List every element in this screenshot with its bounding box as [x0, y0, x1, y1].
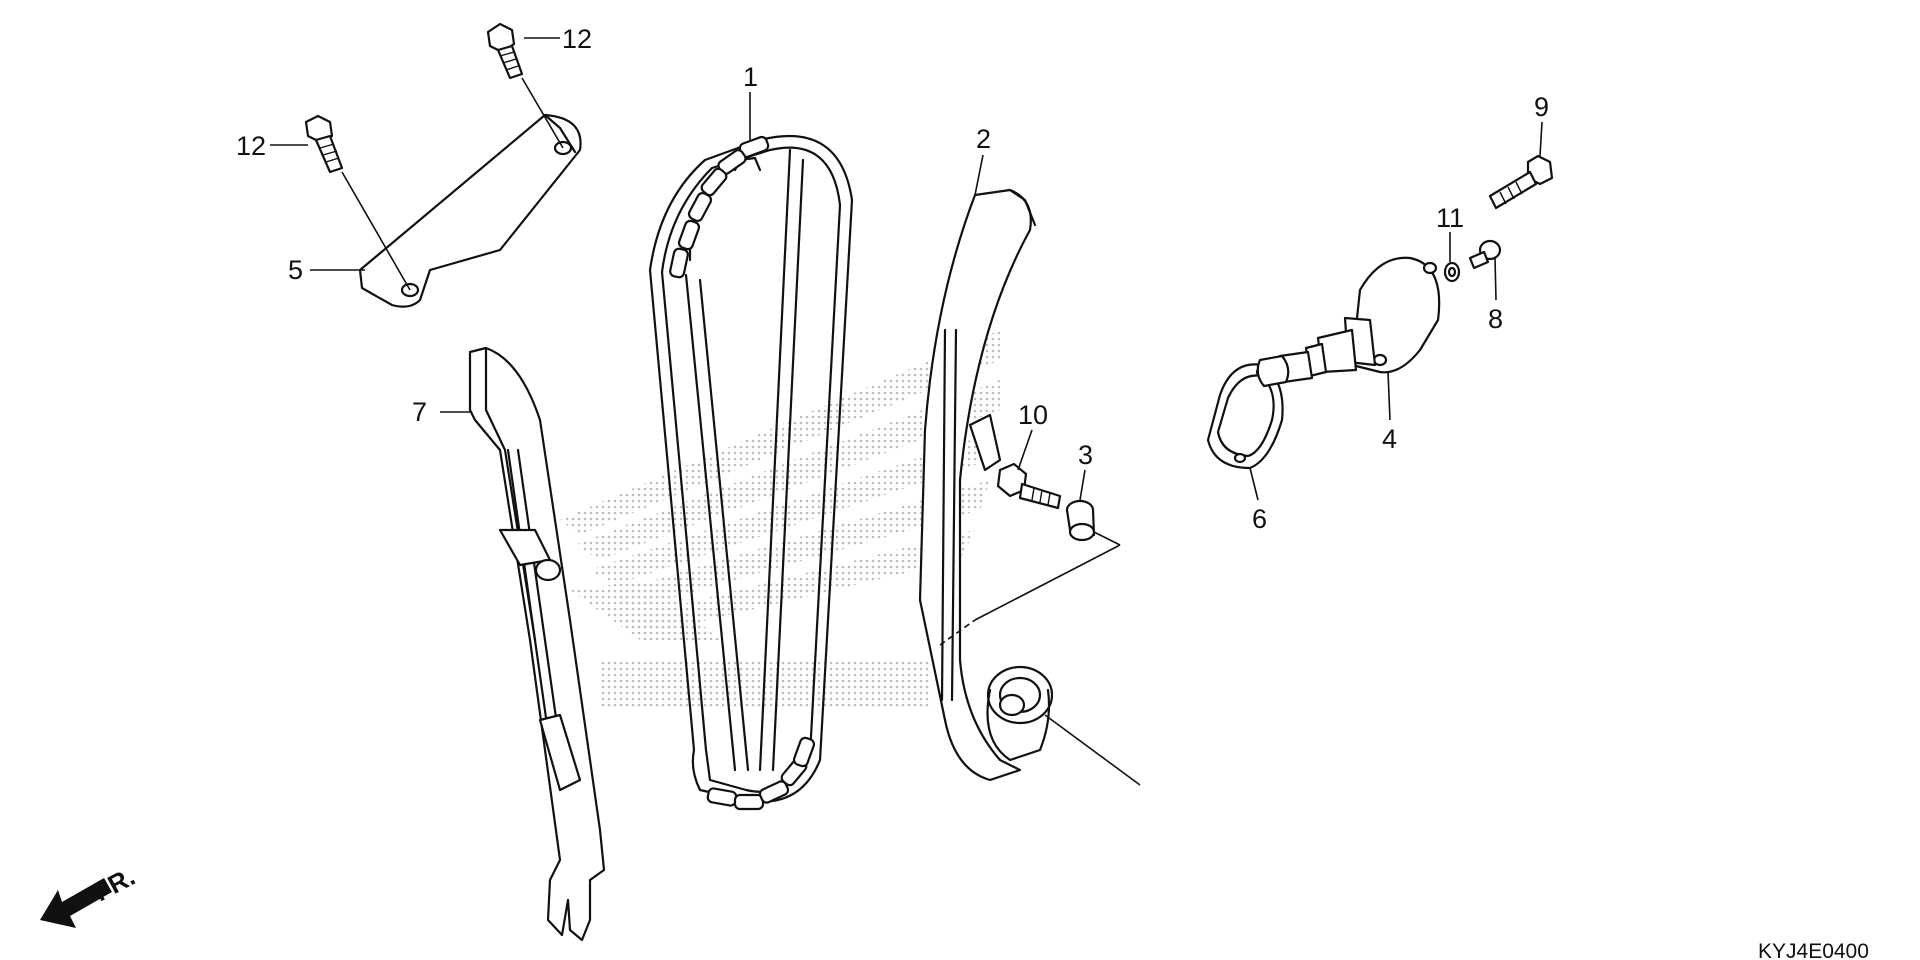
callout-5: 5: [288, 255, 303, 285]
tensioner-gasket: [1206, 363, 1284, 470]
tensioner-arm: [918, 188, 1054, 782]
cam-chain-guide: [468, 346, 606, 942]
callout-12-left: 12: [236, 131, 266, 161]
callout-12-upper: 12: [562, 24, 592, 54]
pivot-bolt: [996, 462, 1062, 510]
bracket-plate: [358, 113, 582, 308]
chain-links-bottom: [706, 736, 816, 811]
sealing-bolt: [1488, 154, 1554, 210]
callout-10: 10: [1018, 400, 1048, 430]
cam-chain: [648, 134, 854, 811]
callout-1: 1: [743, 62, 758, 92]
callout-11: 11: [1436, 203, 1464, 233]
bolt-upper: [486, 22, 564, 149]
callout-6: 6: [1252, 504, 1267, 534]
callout-leaders: [270, 37, 1543, 501]
front-direction-arrow-icon: FR.: [40, 861, 140, 928]
bolt-left: [304, 114, 411, 291]
pivot-leader-lines: [939, 531, 1141, 786]
callout-4: 4: [1382, 424, 1397, 454]
callout-8: 8: [1488, 304, 1503, 334]
callout-7: 7: [412, 397, 427, 427]
diagram-code: KYJ4E0400: [1758, 940, 1869, 960]
tensioner-lifter: [1256, 256, 1441, 388]
callout-3: 3: [1078, 440, 1093, 470]
collar: [1065, 499, 1096, 542]
chain-links-top: [669, 135, 770, 279]
sealing-washer: [1443, 261, 1461, 283]
cap-screw: [1468, 239, 1502, 270]
callout-2: 2: [976, 124, 991, 154]
callout-9: 9: [1534, 92, 1549, 122]
